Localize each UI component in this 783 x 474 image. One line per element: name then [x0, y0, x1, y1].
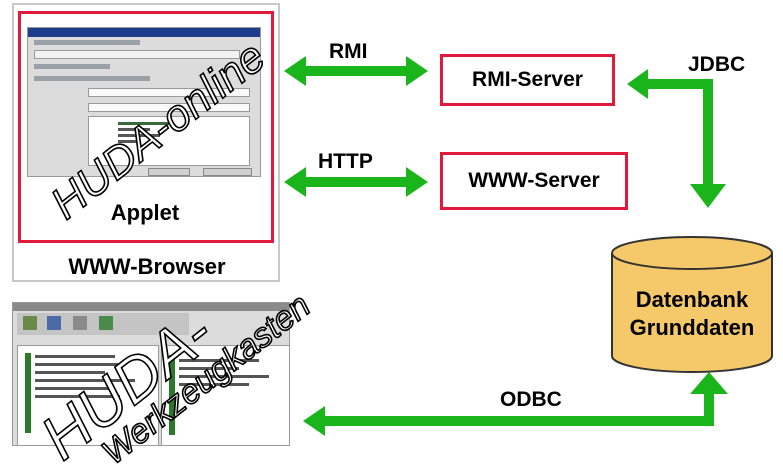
http-label: HTTP [318, 150, 373, 173]
rmi-arrow [284, 56, 428, 86]
applet-label: Applet [110, 200, 180, 225]
www-browser-label: WWW-Browser [68, 254, 226, 279]
rmi-label: RMI [329, 40, 368, 63]
database-label-line1: Datenbank [635, 287, 749, 312]
jdbc-arrow [627, 69, 726, 208]
database-label-line2: Grunddaten [629, 315, 755, 340]
odbc-label: ODBC [500, 388, 562, 411]
odbc-arrow [303, 372, 728, 436]
jdbc-label: JDBC [688, 53, 746, 76]
http-arrow [284, 167, 428, 197]
www-server-box: WWW-Server [440, 152, 628, 210]
database-cylinder [611, 236, 773, 373]
applet-screenshot [27, 27, 261, 177]
werkzeugkasten-screenshot [12, 302, 290, 446]
rmi-server-box: RMI-Server [440, 54, 615, 106]
connection-arrows [284, 56, 773, 436]
